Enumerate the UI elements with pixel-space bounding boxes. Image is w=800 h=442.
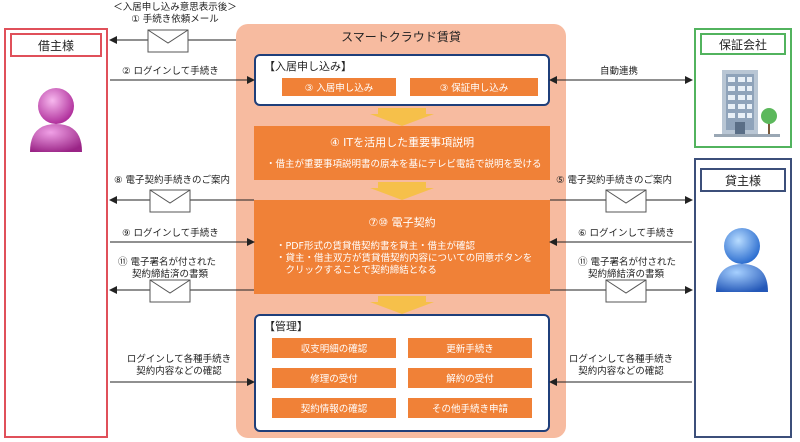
repair-request-button[interactable]: 修理の受付 xyxy=(272,368,396,388)
tenant-title: 借主様 xyxy=(10,33,102,57)
label-signed-tenant-1: ⑪ 電子署名が付された xyxy=(118,257,217,268)
label-guide-tenant: ⑧ 電子契約手続きのご案内 xyxy=(114,175,231,186)
landlord-person-icon xyxy=(716,228,768,292)
application-heading: 【入居申し込み】 xyxy=(264,60,352,73)
envelope-icon xyxy=(149,279,191,303)
top-note-timing: ＜入居申し込み意思表示後＞ xyxy=(113,2,237,13)
important-matters-text: ・借主が重要事項説明書の原本を基にテレビ電話で説明を受ける xyxy=(266,159,542,170)
management-heading: 【管理】 xyxy=(264,320,308,333)
label-signed-landlord-2: 契約締結済の書類 xyxy=(588,269,665,280)
landlord-title: 貸主様 xyxy=(700,168,786,192)
guarantor-title: 保証会社 xyxy=(700,33,786,55)
label-signed-tenant-2: 契約締結済の書類 xyxy=(132,269,209,280)
down-arrow-icon xyxy=(370,108,434,126)
label-tenant-login-2: ⑨ ログインして手続き xyxy=(122,228,219,239)
label-tenant-login: ② ログインして手続き xyxy=(122,66,219,77)
e-contract-box: ⑦⑩ 電子契約 ・PDF形式の賃貸借契約書を貸主・借主が確認 ・貸主・借主双方が… xyxy=(254,200,550,294)
label-landlord-login: ⑥ ログインして手続き xyxy=(578,228,675,239)
envelope-icon xyxy=(605,279,647,303)
tenant-person-icon xyxy=(30,88,82,152)
e-contract-title: ⑦⑩ 電子契約 xyxy=(368,216,436,229)
important-matters-title: ④ ITを活用した重要事項説明 xyxy=(329,136,475,149)
label-tenant-manage-1: ログインして各種手続き xyxy=(126,354,232,365)
down-arrow-icon xyxy=(370,182,434,200)
label-landlord-manage-2: 契約内容などの確認 xyxy=(578,366,664,377)
renewal-button[interactable]: 更新手続き xyxy=(408,338,532,358)
landlord-panel xyxy=(694,158,792,438)
top-note-email: ① 手続き依頼メール xyxy=(131,14,219,25)
label-tenant-manage-2: 契約内容などの確認 xyxy=(136,366,222,377)
other-requests-button[interactable]: その他手続き申請 xyxy=(408,398,532,418)
income-statement-button[interactable]: 収支明細の確認 xyxy=(272,338,396,358)
down-arrow-icon xyxy=(370,296,434,314)
envelope-icon xyxy=(147,29,189,53)
label-signed-landlord-1: ⑪ 電子署名が付された xyxy=(578,257,677,268)
label-landlord-manage-1: ログインして各種手続き xyxy=(568,354,674,365)
service-title: スマートクラウド賃貸 xyxy=(341,30,461,44)
e-contract-line-3: クリックすることで契約締結となる xyxy=(276,265,437,276)
important-matters-box: ④ ITを活用した重要事項説明 ・借主が重要事項説明書の原本を基にテレビ電話で説… xyxy=(254,126,550,180)
building-icon xyxy=(714,70,780,137)
e-contract-line-1: ・PDF形式の賃貸借契約書を貸主・借主が確認 xyxy=(276,241,476,252)
contract-info-button[interactable]: 契約情報の確認 xyxy=(272,398,396,418)
cancellation-button[interactable]: 解約の受付 xyxy=(408,368,532,388)
guarantee-application-button[interactable]: ③ 保証申し込み xyxy=(410,78,538,96)
envelope-icon xyxy=(605,189,647,213)
label-guide-landlord: ⑤ 電子契約手続きのご案内 xyxy=(556,175,673,186)
e-contract-line-2: ・貸主・借主双方が賃貸借契約内容についての同意ボタンを xyxy=(276,253,533,264)
envelope-icon xyxy=(149,189,191,213)
move-in-application-button[interactable]: ③ 入居申し込み xyxy=(282,78,396,96)
label-auto-link: 自動連携 xyxy=(600,66,639,77)
